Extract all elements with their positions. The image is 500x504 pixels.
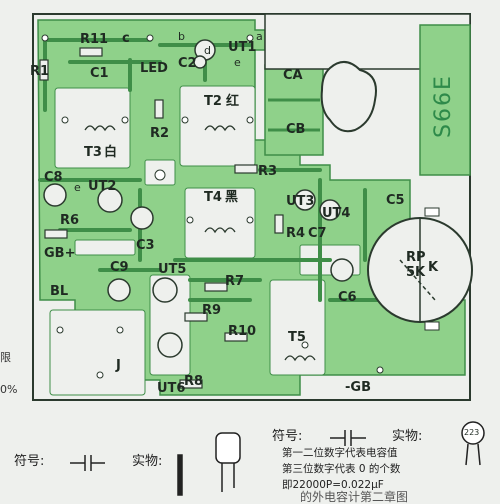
label-UT6: UT6 [157, 381, 186, 396]
label-e1: e [234, 56, 241, 69]
legend-symbol-label-right: 符号: [272, 429, 303, 444]
label-R2: R2 [150, 126, 170, 141]
label-T5: T5 [288, 330, 306, 345]
label-UT2: UT2 [88, 179, 117, 194]
label-T3: T3 [84, 145, 102, 160]
label-T2: T2 [204, 94, 222, 109]
edge-text-1: 限 [0, 351, 11, 364]
label-C6: C6 [338, 290, 357, 305]
label-C2: C2 [178, 56, 197, 71]
label-R10: R10 [228, 324, 257, 339]
legend-cap-symbols [70, 421, 485, 496]
legend-note-2: 第三位数字代表 0 的个数 [282, 463, 401, 475]
legend-object-label-right: 实物: [392, 429, 423, 444]
legend-note-1: 第一二位数字代表电容值 [282, 447, 398, 459]
label-T4: T4 [204, 190, 222, 205]
label-C7: C7 [308, 226, 327, 241]
legend-symbol-label-left: 符号: [14, 454, 45, 469]
label-C9: C9 [110, 260, 129, 275]
label-UT5: UT5 [158, 262, 187, 277]
label-UT1: UT1 [228, 40, 257, 55]
label-hong: 红 [226, 94, 240, 109]
keyhole-slot [320, 61, 377, 133]
label-R8: R8 [184, 374, 204, 389]
label-CA: CA [283, 68, 303, 83]
solder-pads [41, 34, 384, 379]
label-d: d [204, 44, 211, 57]
label-C8: C8 [44, 170, 63, 185]
board-outline [32, 13, 471, 401]
legend-cut-text: 的外电容计第二章图 [300, 490, 409, 504]
label-R11: R11 [80, 32, 109, 47]
label-R9: R9 [202, 303, 222, 318]
legend-cap-code: 223 [464, 428, 480, 437]
label-R6: R6 [60, 213, 80, 228]
label-J: J [116, 358, 121, 373]
label-C1: C1 [90, 66, 109, 81]
label-C3: C3 [136, 238, 155, 253]
label-bai: 白 [104, 145, 118, 160]
label-R1: R1 [30, 64, 50, 79]
label-R7: R7 [225, 274, 245, 289]
label-R3: R3 [258, 164, 278, 179]
label-RP: RP [406, 250, 426, 265]
label-b1: b [178, 30, 185, 43]
label-UT3: UT3 [286, 194, 315, 209]
label-c1: c [122, 31, 130, 46]
label-BL: BL [50, 284, 69, 299]
transistor-footprints [97, 39, 341, 358]
model-marking: S66E [431, 74, 456, 138]
label-LED: LED [140, 61, 168, 76]
electrolytic-caps [43, 55, 354, 302]
resistor-bodies [39, 47, 284, 389]
label-GB-minus: -GB [345, 380, 371, 395]
label-UT4: UT4 [322, 206, 351, 221]
legend-object-label-left: 实物: [132, 454, 163, 469]
label-C5: C5 [386, 193, 405, 208]
label-a: a [256, 30, 263, 43]
label-K: K [428, 260, 439, 275]
label-5K: 5K [406, 265, 426, 280]
label-GB-plus: GB+ [44, 246, 76, 261]
label-CB: CB [286, 122, 306, 137]
label-e2: e [74, 181, 81, 194]
label-R4: R4 [286, 226, 306, 241]
transformer-coils [84, 125, 316, 362]
edge-text-2: 0% [0, 383, 18, 396]
legend-note-3: 即22000P=0.022μF [282, 479, 384, 491]
label-hei: 黑 [225, 190, 239, 205]
